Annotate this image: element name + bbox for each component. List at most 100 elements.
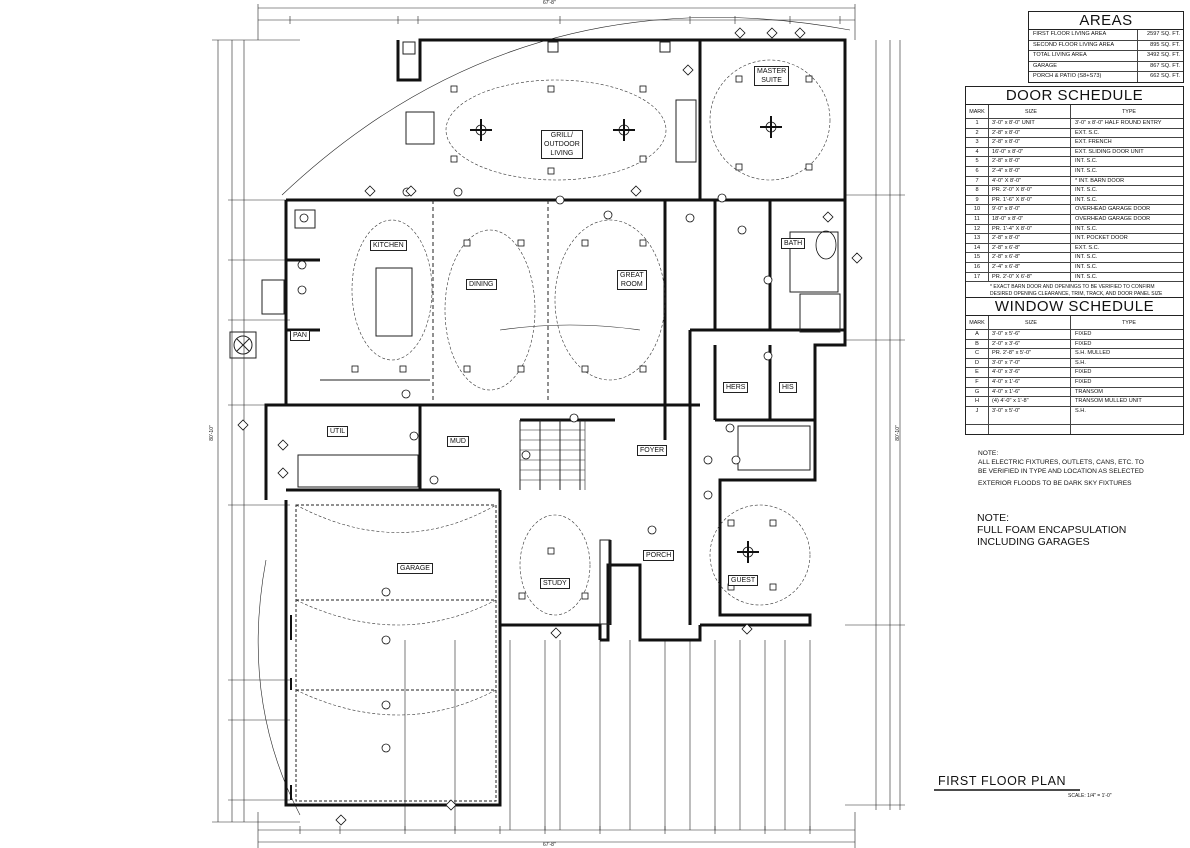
room-label-line: MASTER <box>757 68 787 75</box>
cell-type: 3'-0" x 8'-0" HALF ROUND ENTRY <box>1075 120 1162 126</box>
room-label-dining: DINING <box>466 279 497 290</box>
overall-dimension-left: 80'-10" <box>208 425 215 441</box>
cell-type: S.H. MULLED <box>1075 350 1111 357</box>
table-row: GARAGE 867 SQ. FT. <box>1029 61 1183 73</box>
room-label-bath: BATH <box>781 238 806 249</box>
room-label-grill-outdoor-living: GRILL/ OUTDOOR LIVING <box>541 130 583 159</box>
cell-mark: 9 <box>966 195 989 205</box>
room-label-line: SUITE <box>761 77 782 84</box>
cell-mark: E <box>966 368 989 377</box>
cell-type: TRANSOM <box>1075 388 1103 395</box>
cell-size: 2'-4" x 6'-8" <box>989 262 1071 272</box>
note-foam: NOTE: FULL FOAM ENCAPSULATION INCLUDING … <box>977 512 1126 548</box>
area-label: SECOND FLOOR LIVING AREA <box>1029 40 1138 51</box>
cell-mark: G <box>966 387 989 397</box>
table-row: H(4) 4'-0" x 1'-8"TRANSOM MULLED UNIT <box>966 397 1183 407</box>
cell-size: 4'-0" x 3'-6" <box>989 368 1071 377</box>
cell-type: INT. S.C. <box>1075 196 1098 203</box>
cell-size: 9'-0" x 8'-0" <box>989 205 1071 214</box>
cell-mark: 17 <box>966 272 989 282</box>
cell-mark: 8 <box>966 186 989 195</box>
area-label: FIRST FLOOR LIVING AREA <box>1029 30 1138 40</box>
cell-type: EXT. SLIDING DOOR UNIT <box>1075 148 1144 155</box>
cell-mark: C <box>966 349 989 358</box>
area-value: 662 SQ. FT. <box>1150 73 1180 80</box>
cell-type: S.H. <box>1075 359 1086 366</box>
cell-size: 2'-8" x 6'-8" <box>989 243 1071 253</box>
cell-type: OVERHEAD GARAGE DOOR <box>1075 206 1151 213</box>
room-label-guest: GUEST <box>728 575 759 586</box>
plan-scale: SCALE: 1/4" = 1'-0" <box>1068 793 1112 799</box>
cell-mark: 7 <box>966 176 989 186</box>
cell-type: FIXED <box>1075 331 1092 337</box>
cell-mark: 16 <box>966 262 989 272</box>
cell-type: FIXED <box>1075 369 1092 376</box>
cell-mark: D <box>966 358 989 368</box>
column-header-type: TYPE <box>1121 109 1137 115</box>
cell-mark: 2 <box>966 128 989 138</box>
cell-mark: 1 <box>966 119 989 128</box>
cell-mark: B <box>966 339 989 349</box>
table-row: TOTAL LIVING AREA 3492 SQ. FT. <box>1029 51 1183 62</box>
room-label-kitchen: KITCHEN <box>370 240 407 251</box>
cell-type: EXT. S.C. <box>1075 244 1100 251</box>
cell-size: PR. 2'-8" x 5'-0" <box>989 349 1071 358</box>
cell-size: 3'-0" x 5'-6" <box>989 330 1071 339</box>
cell-type: EXT. S.C. <box>1075 129 1100 136</box>
cell-size: 2'-0" x 3'-6" <box>989 339 1071 349</box>
overall-dimension-bottom: 67'-8" <box>543 842 556 848</box>
cell-size: 2'-8" x 6'-8" <box>989 253 1071 262</box>
cell-size: PR. 1'-6" X 8'-0" <box>989 195 1071 205</box>
room-label-hers: HERS <box>723 382 749 393</box>
cell-type: OVERHEAD GARAGE DOOR <box>1075 215 1151 222</box>
cell-size: 3'-0" x 7'-0" <box>989 358 1071 368</box>
room-label-line: LIVING <box>550 150 574 157</box>
cell-mark: A <box>966 330 989 339</box>
area-value: 895 SQ. FT. <box>1150 41 1180 48</box>
cell-size: 2'-8" x 8'-0" <box>989 234 1071 243</box>
area-value: 2597 SQ. FT. <box>1147 31 1180 37</box>
cell-mark: 5 <box>966 157 989 166</box>
area-value: 3492 SQ. FT. <box>1147 52 1180 59</box>
note-title: NOTE: <box>978 450 999 457</box>
room-label-mud: MUD <box>447 436 469 447</box>
cell-size: 4'-0" X 8'-0" <box>989 176 1071 186</box>
cell-mark: 6 <box>966 166 989 176</box>
cell-type: FIXED <box>1075 340 1092 347</box>
room-label-study: STUDY <box>540 578 570 589</box>
room-label-foyer: FOYER <box>637 445 668 456</box>
cell-type: INT. S.C. <box>1075 254 1098 261</box>
cell-size: 4'-0" x 1'-6" <box>989 387 1071 397</box>
room-label-porch: PORCH <box>643 550 675 561</box>
cell-size: 2'-8" x 8'-0" <box>989 138 1071 147</box>
area-label: GARAGE <box>1029 61 1138 72</box>
room-label-line: GRILL/ <box>550 132 573 139</box>
cell-size: 3'-0" x 8'-0" UNIT <box>989 119 1071 128</box>
table-row: PORCH & PATIO (S8+S73) 662 SQ. FT. <box>1029 72 1183 82</box>
column-header-type: TYPE <box>1121 320 1137 326</box>
column-header-mark: MARK <box>966 105 989 118</box>
note-line: FULL FOAM ENCAPSULATION <box>977 524 1127 536</box>
note-line: ALL ELECTRIC FIXTURES, OUTLETS, CANS, ET… <box>978 459 1144 466</box>
cell-size: 16'-0" x 8'-0" <box>989 147 1071 157</box>
cell-mark: 13 <box>966 234 989 243</box>
room-label-great-room: GREAT ROOM <box>617 270 647 290</box>
note-line: BE VERIFIED IN TYPE AND LOCATION AS SELE… <box>978 468 1144 475</box>
